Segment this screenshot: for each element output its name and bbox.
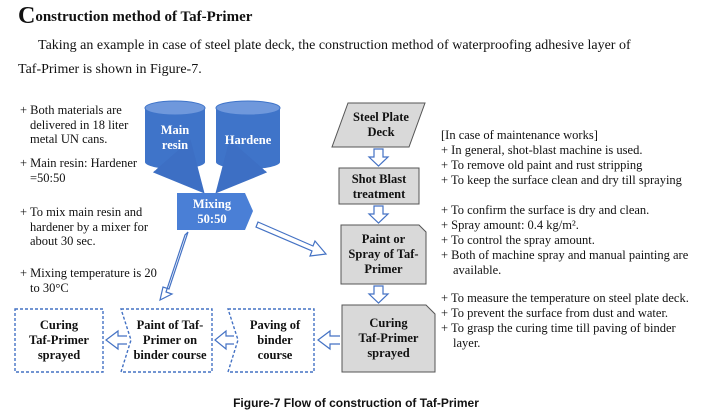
main-resin-label: Main resin [160, 123, 190, 152]
paint-spray-label: Paint or Spray of Taf- Primer [348, 232, 419, 276]
intro-line-1: Taking an example in case of steel plate… [38, 38, 631, 53]
paint-binder-box [120, 308, 213, 373]
spray-note-1: + To confirm the surface is dry and clea… [441, 203, 650, 217]
connector-paint-to-curing [105, 329, 127, 351]
maintenance-header: [In case of maintenance works] [441, 128, 598, 142]
curing-sprayed-label: Curing Taf-Primer sprayed [358, 316, 419, 360]
paint-spray-box [340, 224, 427, 285]
mixing-to-spray-arrow [255, 221, 328, 257]
maintenance-note-3: + To keep the surface clean and dry till… [441, 173, 682, 187]
steel-plate-deck-label: Steel Plate Deck [353, 110, 409, 139]
section-heading: Construction method of Taf-Primer [18, 3, 253, 29]
intro-line-2: Taf-Primer is shown in Figure-7. [18, 62, 202, 77]
left-note-mixing: + To mix main resin and hardener by a mi… [20, 205, 148, 248]
paint-binder-label: Paint of Taf- Primer on binder course [133, 318, 207, 362]
maintenance-notes: [In case of maintenance works] + In gene… [441, 128, 706, 188]
left-note-temperature: + Mixing temperature is 20 to 30°C [20, 266, 157, 295]
curing-note-2: + To prevent the surface from dust and w… [441, 306, 669, 320]
down-arrow-1 [367, 148, 390, 167]
left-note-ratio: + Main resin: Hardener =50:50 [20, 156, 138, 185]
heading-rest: onstruction method of Taf-Primer [35, 9, 253, 25]
mixing-box [177, 193, 253, 230]
mixing-label: Mixing 50:50 [192, 197, 232, 226]
mixing-to-paint-binder-arrow [159, 231, 189, 302]
maintenance-note-1: + In general, shot-blast machine is used… [441, 143, 643, 157]
curing-final-box [14, 308, 104, 373]
cylinder-to-mixing-arrows [152, 139, 268, 194]
intro-paragraph: Taking an example in case of steel plate… [18, 34, 698, 82]
shot-blast-box [338, 167, 420, 205]
paving-binder-box [227, 308, 315, 373]
spray-notes: + To confirm the surface is dry and clea… [441, 203, 706, 278]
maintenance-note-2: + To remove old paint and rust stripping [441, 158, 643, 172]
curing-notes: + To measure the temperature on steel pl… [441, 291, 706, 351]
connector-curing-to-paving [317, 329, 340, 351]
spray-note-4: + Both of machine spray and manual paint… [441, 248, 689, 277]
curing-sprayed-box [341, 304, 436, 373]
spray-note-2: + Spray amount: 0.4 kg/m². [441, 218, 579, 232]
steel-plate-deck-box [331, 102, 426, 148]
down-arrow-2 [367, 205, 390, 224]
curing-note-1: + To measure the temperature on steel pl… [441, 291, 689, 305]
paving-binder-label: Paving of binder course [249, 318, 301, 362]
shot-blast-label: Shot Blast treatment [351, 172, 407, 201]
curing-final-label: Curing Taf-Primer sprayed [29, 318, 89, 362]
down-arrow-3 [367, 285, 390, 304]
figure-caption: Figure-7 Flow of construction of Taf-Pri… [233, 396, 479, 410]
hardener-label: Hardene [224, 133, 272, 147]
heading-initial: C [18, 3, 36, 29]
connector-paving-to-paint [214, 329, 234, 351]
curing-note-3: + To grasp the curing time till paving o… [441, 321, 676, 350]
left-note-materials: + Both materials are delivered in 18 lit… [20, 103, 129, 146]
spray-note-3: + To control the spray amount. [441, 233, 595, 247]
